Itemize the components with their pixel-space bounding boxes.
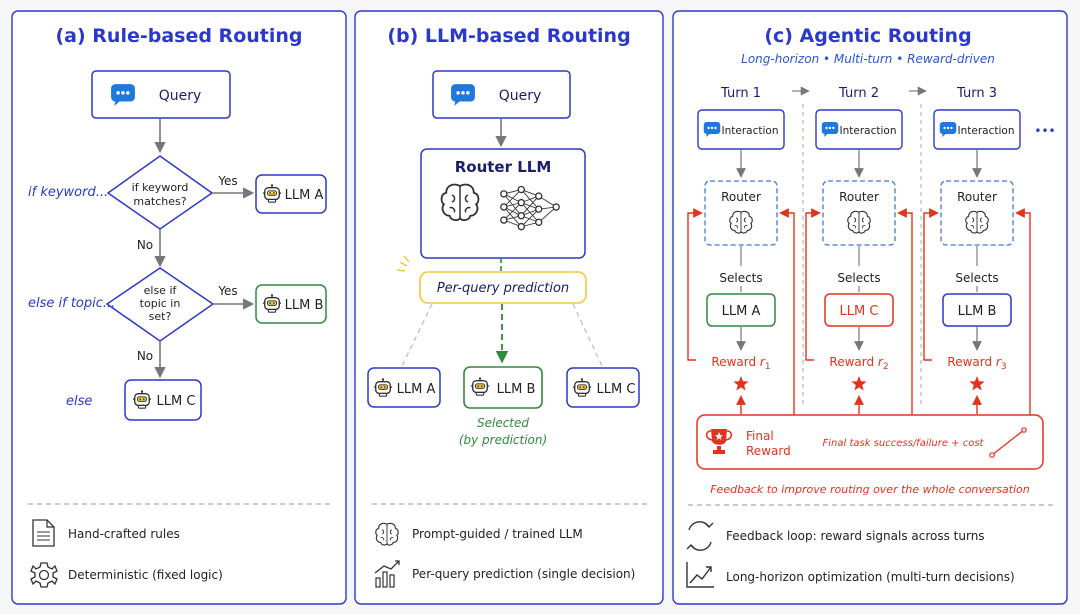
query-node: Query: [91, 70, 231, 119]
llm-b-node: LLM B: [255, 284, 327, 324]
selected-llm-label: LLM B: [958, 304, 997, 319]
condition-topic: else if topic in set?: [105, 267, 215, 342]
brain-icon: [440, 183, 480, 222]
final-reward-line2: Reward: [746, 444, 791, 458]
selected-llm-label: LLM C: [840, 304, 879, 319]
panel-a-title: (a) Rule-based Routing: [55, 25, 302, 47]
cond2-side-label: else if topic...: [28, 296, 115, 311]
cond2-line1: else if: [144, 284, 178, 297]
panel-rule-based: (a) Rule-based Routing Query if keyword …: [11, 10, 347, 605]
selected-llm-node: [942, 293, 1012, 327]
refresh-icon: [686, 521, 714, 551]
interaction-node: [933, 109, 1021, 150]
llm-a-node: LLM A: [367, 367, 441, 408]
interaction-label: Interaction: [958, 125, 1015, 137]
legend-long-horizon: Long-horizon optimization (multi-turn de…: [726, 570, 1015, 584]
llm-b-node: LLM B: [463, 366, 543, 409]
legend-feedback-loop: Feedback loop: reward signals across tur…: [726, 529, 985, 543]
llm-c-node: LLM C: [124, 379, 202, 421]
cond1-side-label: if keyword...: [28, 185, 108, 200]
reward-label: Reward r3: [947, 355, 1006, 372]
turn-label: Turn 2: [838, 86, 879, 101]
interaction-node: [697, 109, 785, 150]
final-reward-box: Final Reward Final task success/failure …: [696, 414, 1044, 470]
feedback-caption: Feedback to improve routing over the who…: [710, 483, 1030, 496]
llm-c-node: LLM C: [566, 367, 640, 408]
selects-label: Selects: [955, 271, 998, 285]
query-label: Query: [159, 88, 202, 104]
router-label: Router: [957, 190, 997, 204]
panel-b-title: (b) LLM-based Routing: [387, 25, 630, 47]
legend-prompt-guided: Prompt-guided / trained LLM: [412, 527, 583, 541]
turn-label: Turn 3: [956, 86, 997, 101]
legend-deterministic: Deterministic (fixed logic): [68, 568, 223, 582]
panel-llm-based: (b) LLM-based Routing Query Router LLM P…: [354, 10, 664, 605]
slope-icon: [989, 427, 1027, 458]
prediction-label: Per-query prediction: [437, 281, 569, 296]
llm-a-label: LLM A: [397, 382, 436, 397]
gear-icon: [30, 562, 58, 588]
brain-icon: [847, 210, 871, 234]
panel-c-title: (c) Agentic Routing: [764, 25, 971, 47]
cond1-line1: if keyword: [132, 181, 189, 194]
reward-label: Reward r2: [829, 355, 888, 372]
selected-label-2: (by prediction): [459, 433, 547, 447]
router-label: Router: [721, 190, 761, 204]
llm-b-label: LLM B: [497, 382, 536, 397]
router-llm-node: Router LLM: [420, 148, 586, 259]
cond2-line2: topic in: [140, 297, 181, 310]
yes-label-2: Yes: [217, 284, 237, 298]
yes-label-1: Yes: [217, 174, 237, 188]
legend-handcrafted: Hand-crafted rules: [68, 527, 180, 541]
star-icon: [851, 376, 867, 391]
panel-c-subtitle: Long-horizon • Multi-turn • Reward-drive…: [741, 52, 995, 66]
panel-agentic: (c) Agentic Routing Long-horizon • Multi…: [672, 10, 1068, 605]
brain-icon: [375, 522, 399, 546]
star-icon: [969, 376, 985, 391]
llm-a-label: LLM A: [285, 188, 324, 203]
star-icon: [733, 376, 749, 391]
router-llm-label: Router LLM: [455, 158, 552, 176]
interaction-label: Interaction: [722, 125, 779, 137]
query-node: Query: [432, 70, 571, 119]
llm-c-label: LLM C: [157, 394, 196, 409]
else-side-label: else: [66, 394, 92, 409]
router-label: Router: [839, 190, 879, 204]
final-reward-line1: Final: [746, 429, 774, 443]
selects-label: Selects: [719, 271, 762, 285]
llm-a-node: LLM A: [255, 174, 327, 214]
llm-b-label: LLM B: [285, 298, 324, 313]
brain-icon: [965, 210, 989, 234]
prediction-box: Per-query prediction: [396, 255, 587, 304]
cond2-line3: set?: [149, 310, 172, 323]
selected-llm-node: [824, 293, 894, 327]
more-turns-ellipsis: •••: [1034, 124, 1055, 138]
interaction-node: [815, 109, 903, 150]
turn-label: Turn 1: [720, 86, 761, 101]
selects-label: Selects: [837, 271, 880, 285]
chart-icon: [374, 560, 400, 588]
query-label: Query: [499, 88, 542, 104]
interaction-label: Interaction: [840, 125, 897, 137]
no-label-2: No: [137, 349, 153, 363]
trend-icon: [686, 562, 714, 588]
selected-llm-node: [706, 293, 776, 327]
document-icon: [32, 519, 55, 547]
no-label-1: No: [137, 238, 153, 252]
final-task-desc: Final task success/failure + cost: [823, 438, 985, 449]
cond1-line2: matches?: [133, 195, 186, 208]
trophy-icon: [705, 429, 733, 454]
reward-label: Reward r1: [711, 355, 770, 372]
selected-llm-label: LLM A: [722, 304, 761, 319]
brain-icon: [729, 210, 753, 234]
llm-c-label: LLM C: [597, 382, 636, 397]
selected-label-1: Selected: [477, 416, 529, 430]
legend-per-query: Per-query prediction (single decision): [412, 567, 635, 581]
